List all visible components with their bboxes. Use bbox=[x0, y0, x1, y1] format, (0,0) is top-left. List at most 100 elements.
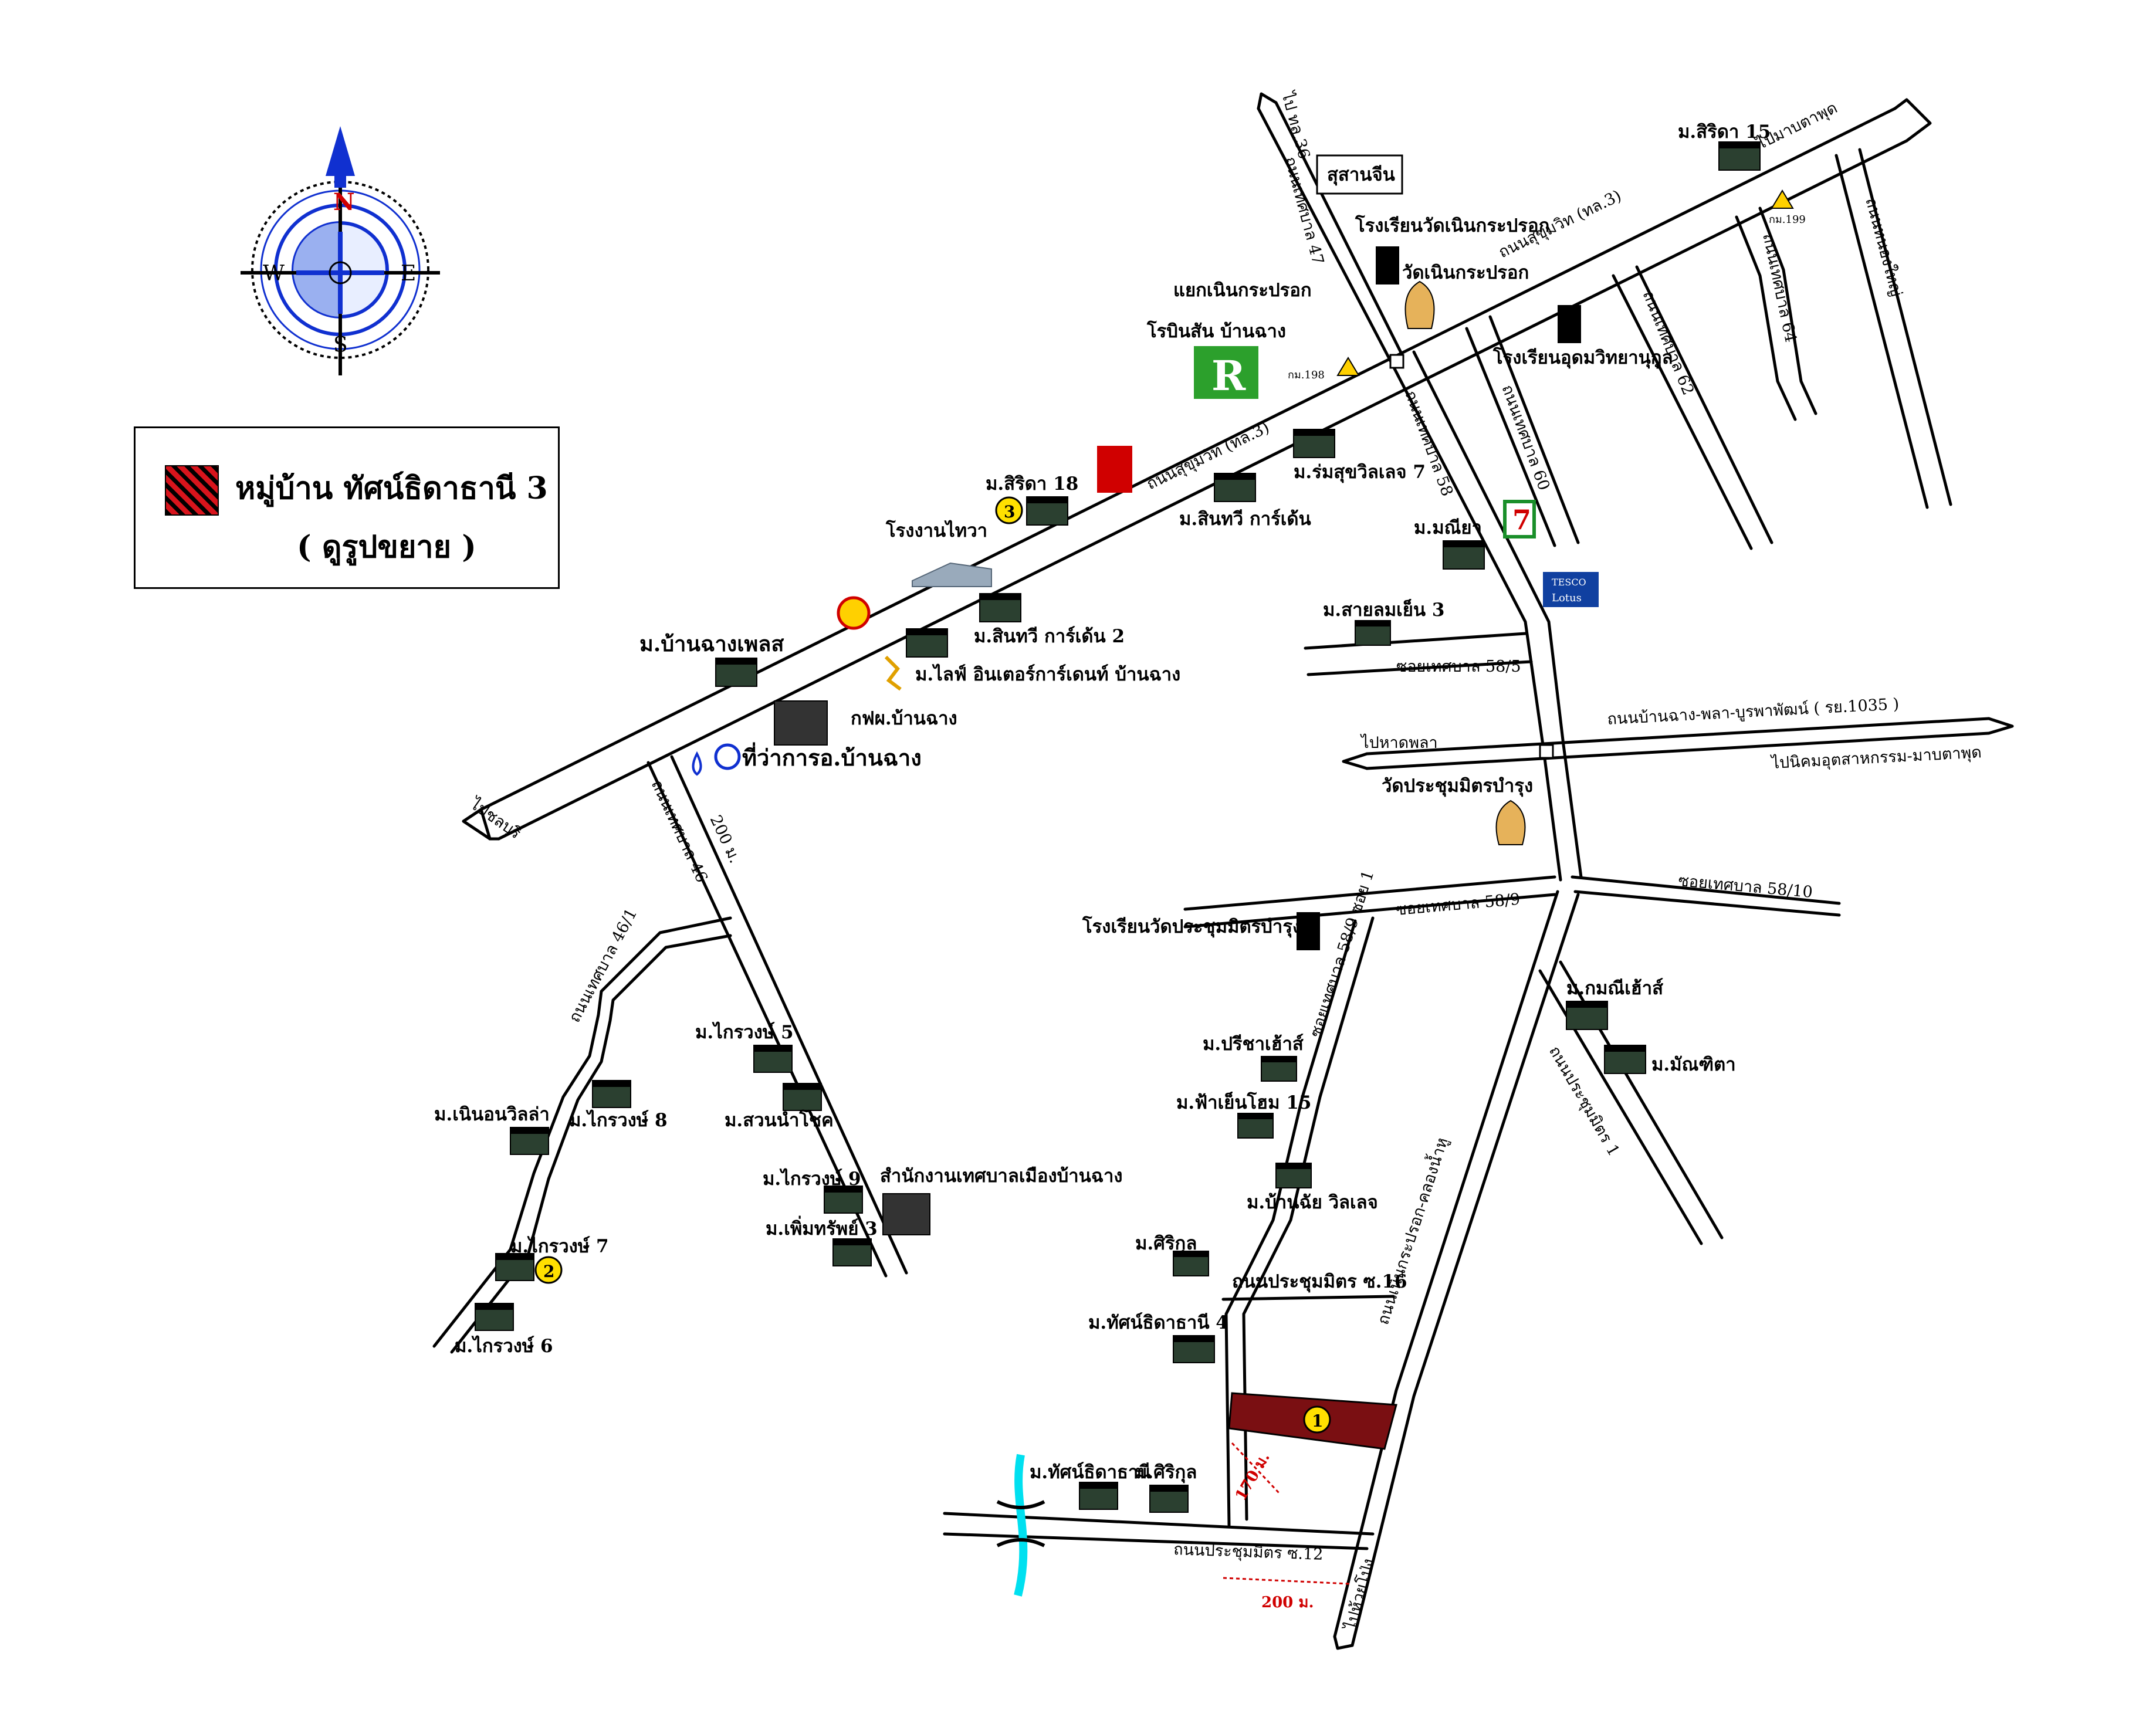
label-preecha: ม.ปรีชาเฮ้าส์ bbox=[1203, 1034, 1304, 1055]
road-label-tessaban46: ถนนเทศบาล 46 bbox=[648, 777, 711, 886]
marker-3[interactable]: 3 bbox=[995, 496, 1023, 524]
cemetery-label: สุสานจีน bbox=[1327, 164, 1395, 186]
house-icon bbox=[906, 628, 948, 658]
label-robinson: โรบินสัน บ้านฉาง bbox=[1146, 320, 1286, 342]
road-label-to-industrial: ไปนิคมอุตสาหกรรม-มาบตาพุด bbox=[1770, 743, 1982, 773]
house-icon bbox=[1026, 496, 1068, 526]
label-kraiwong9: ม.ไกรวงษ์ 9 bbox=[763, 1168, 861, 1190]
legend-subtitle: ( ดูรูปขยาย ) bbox=[297, 529, 476, 565]
label-fahyen: ม.ฟ้าเย็นโฮม 15 bbox=[1176, 1091, 1311, 1113]
label-sirida15: ม.สิริดา 15 bbox=[1678, 121, 1771, 143]
dim-170-label: 170 ม. bbox=[1232, 1449, 1274, 1504]
road-label-soi58-9: ซอยเทศบาล 58/9 bbox=[1395, 890, 1521, 919]
factory-icon bbox=[912, 562, 992, 587]
label-wat-prachum: วัดประชุมมิตรบำรุง bbox=[1382, 775, 1533, 797]
label-sinthawee2: ม.สินทวี การ์เด้น 2 bbox=[974, 626, 1125, 647]
label-romsuk: ม.ร่มสุขวิลเลจ 7 bbox=[1294, 462, 1426, 483]
house-icon bbox=[1079, 1482, 1118, 1510]
junction-icon bbox=[1389, 354, 1404, 369]
bridge-icon bbox=[996, 1500, 1045, 1547]
seven-eleven-icon bbox=[1503, 500, 1536, 538]
tesco-label: TESCO bbox=[1552, 577, 1586, 588]
marker-2[interactable]: 2 bbox=[534, 1256, 563, 1284]
label-kraiwong6: ม.ไกรวงษ์ 6 bbox=[455, 1335, 553, 1357]
district-office-icon bbox=[714, 743, 741, 770]
house-icons bbox=[475, 141, 1761, 1513]
compass-e: E bbox=[401, 262, 416, 286]
house-icon bbox=[1261, 1056, 1297, 1082]
label-kraiwong5: ม.ไกรวงษ์ 5 bbox=[695, 1021, 794, 1043]
road-label-to-hatphla: ไปหาดพลา bbox=[1360, 734, 1438, 752]
label-banchai: ม.บ้านฉัย วิลเลจ bbox=[1247, 1192, 1378, 1213]
school-icon bbox=[1297, 912, 1320, 950]
label-wat-noen: วัดเนินกระปรอก bbox=[1402, 262, 1529, 283]
label-permsap: ม.เพิ่มทรัพย์ 3 bbox=[766, 1215, 878, 1239]
marker-2-text: 2 bbox=[543, 1262, 554, 1281]
robinson-logo-r: R bbox=[1211, 351, 1246, 400]
house-icon bbox=[592, 1080, 631, 1108]
house-icon bbox=[1149, 1485, 1189, 1513]
house-icon bbox=[1173, 1335, 1215, 1363]
label-factory: โรงงานไทวา bbox=[885, 520, 987, 541]
robinson-logo-icon bbox=[1194, 346, 1258, 399]
road-label-to-huaipong: ไปห้วยโป่ง bbox=[1341, 1557, 1378, 1633]
house-icon bbox=[715, 658, 757, 687]
road-label-prachum-16: ถนนประชุมมิตร ซ.16 bbox=[1232, 1271, 1407, 1293]
compass-rose: N S W E bbox=[241, 126, 440, 375]
road-label-noenkraprok-khlong: ถนนเนินกระปรอก-คลองน้ำหู bbox=[1371, 1134, 1451, 1327]
house-icon bbox=[753, 1045, 793, 1073]
egat-icon bbox=[884, 655, 902, 691]
label-school-udom: โรงเรียนอุดมวิทยานุกูล bbox=[1492, 347, 1673, 369]
road-label-tessaban46-1: ถนนเทศบาล 46/1 bbox=[566, 905, 641, 1025]
label-suanam: ม.สวนนำโชค bbox=[725, 1109, 834, 1131]
label-district-office: ที่ว่าการอ.บ้านฉาง bbox=[742, 742, 922, 771]
legend-swatch bbox=[165, 465, 219, 516]
house-icon bbox=[1293, 429, 1335, 458]
label-kraiwong7: ม.ไกรวงษ์ 7 bbox=[510, 1235, 609, 1257]
house-icon bbox=[824, 1186, 863, 1214]
label-manthida: ม.มัณฑิตา bbox=[1651, 1054, 1736, 1075]
building-icon bbox=[774, 700, 828, 746]
dim-200-label: 200 ม. bbox=[1261, 1594, 1314, 1611]
marker-3-text: 3 bbox=[1004, 502, 1015, 521]
tesco-lotus-icon bbox=[1543, 572, 1599, 607]
label-junction: แยกเนินกระปรอก bbox=[1173, 280, 1312, 301]
house-icon bbox=[832, 1238, 872, 1266]
house-icon bbox=[1275, 1163, 1312, 1188]
compass-w: W bbox=[263, 262, 285, 286]
road-label-dist200a: 200 ม. bbox=[706, 812, 744, 866]
seven-eleven-seven: 7 bbox=[1512, 504, 1531, 536]
bell-icon bbox=[1771, 189, 1794, 209]
label-school-noen: โรงเรียนวัดเนินกระปรอก bbox=[1355, 215, 1549, 236]
house-icon bbox=[1173, 1251, 1209, 1276]
house-icon bbox=[783, 1083, 822, 1111]
banner-icon bbox=[1097, 446, 1132, 493]
compass-s: S bbox=[333, 333, 348, 357]
cemetery-box bbox=[1316, 154, 1403, 195]
label-km199: กม.199 bbox=[1769, 214, 1806, 226]
water-drop-icon bbox=[692, 751, 702, 776]
house-icon bbox=[475, 1303, 514, 1331]
label-kamonee: ม.กมณีเฮ้าส์ bbox=[1566, 978, 1663, 999]
label-manee: ม.มณียา bbox=[1414, 517, 1482, 538]
road-label-soi58-9-1: ซอยเทศบาล 58/9 ซอย 1 bbox=[1307, 868, 1377, 1039]
marker-1[interactable]: 1 bbox=[1303, 1405, 1331, 1434]
house-icon bbox=[1604, 1045, 1646, 1074]
label-lifeinter: ม.ไลฟ์ อินเตอร์การ์เดนท์ บ้านฉาง bbox=[915, 663, 1180, 685]
house-icon bbox=[1566, 1001, 1608, 1030]
label-kraiwong8: ม.ไกรวงษ์ 8 bbox=[569, 1109, 668, 1131]
lotus-label: Lotus bbox=[1552, 592, 1582, 604]
road-label-soi58-10: ซอยเทศบาล 58/10 bbox=[1677, 872, 1813, 902]
dimension-170: 170 ม. bbox=[1231, 1442, 1280, 1504]
label-municipal: สำนักงานเทศบาลเมืองบ้านฉาง bbox=[880, 1166, 1123, 1187]
road-label-to-36: ไป ทล.36 bbox=[1278, 89, 1314, 161]
house-icon bbox=[1443, 540, 1485, 570]
label-noenvilla: ม.เนินอนวิลล่า bbox=[434, 1104, 550, 1125]
house-icon bbox=[1237, 1113, 1274, 1139]
house-icon bbox=[1214, 473, 1256, 502]
house-icon bbox=[979, 593, 1021, 622]
school-icon bbox=[1558, 305, 1581, 343]
building-icon bbox=[882, 1193, 930, 1235]
label-saiyom: ม.สายลมเย็น 3 bbox=[1323, 598, 1444, 621]
label-thatthida4: ม.ทัศน์ธิดาธานี 4 bbox=[1088, 1312, 1228, 1333]
